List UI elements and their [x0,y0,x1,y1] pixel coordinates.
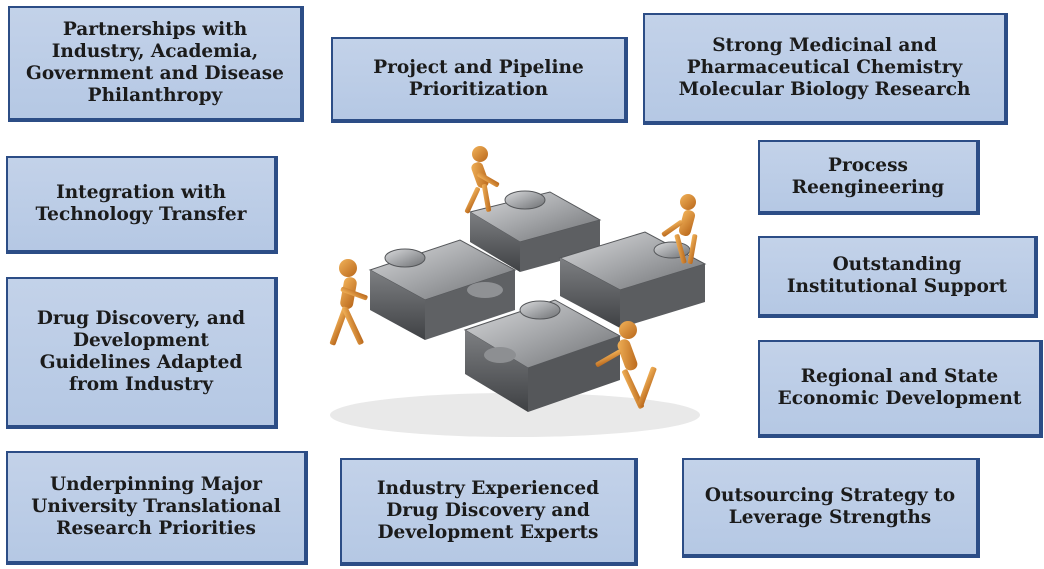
wooden-figure-left [329,259,368,346]
box-industry-experts: Industry Experienced Drug Discovery and … [340,458,638,566]
box-regional-state: Regional and State Economic Development [758,340,1043,438]
box-partnerships: Partnerships with Industry, Academia, Go… [8,6,304,122]
puzzle-piece-back [468,190,602,272]
box-medicinal-chemistry: Strong Medicinal and Pharmaceutical Chem… [643,13,1008,125]
puzzle-piece-left [368,239,517,340]
box-outsourcing-strategy: Outsourcing Strategy to Leverage Strengt… [682,458,980,558]
box-drug-discovery-guidelines: Drug Discovery, and Development Guidelin… [6,277,278,429]
puzzle-illustration [329,146,707,437]
wooden-figure-right [661,194,698,264]
wooden-figure-top [464,146,500,214]
box-institutional-support: Outstanding Institutional Support [758,236,1038,318]
floor-shadow [330,393,700,437]
wooden-figure-front [595,321,657,409]
box-integration-tech-transfer: Integration with Technology Transfer [6,156,278,254]
box-process-reengineering: Process Reengineering [758,140,980,215]
box-university-priorities: Underpinning Major University Translatio… [6,451,308,565]
box-project-pipeline: Project and Pipeline Prioritization [331,37,628,123]
puzzle-piece-right [558,231,707,328]
puzzle-piece-front [463,299,622,412]
